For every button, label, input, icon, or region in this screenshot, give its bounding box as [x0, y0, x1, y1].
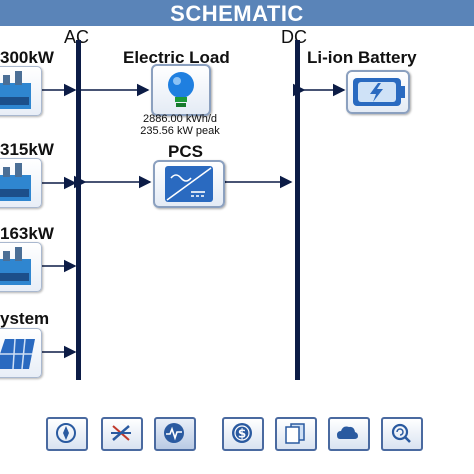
battery-icon	[353, 78, 405, 106]
battery-tile[interactable]	[346, 70, 410, 114]
electric-load-label: Electric Load	[123, 48, 230, 67]
generator-2-label: 315kW	[0, 140, 54, 159]
waveform-icon	[164, 423, 184, 443]
dollar-icon: $	[232, 423, 252, 443]
dc-bus-label: DC	[281, 27, 307, 47]
generator-icon[interactable]	[0, 242, 42, 292]
search-refresh-button[interactable]	[381, 417, 423, 451]
converter-icon	[165, 166, 213, 202]
ac-bus	[76, 40, 81, 380]
converter-label: PCS	[168, 142, 203, 161]
pv-label: ystem	[0, 309, 50, 328]
svg-text:$: $	[238, 427, 246, 441]
ac-bus-label: AC	[64, 27, 90, 47]
weather-button[interactable]	[328, 417, 370, 451]
cost-button[interactable]: $	[222, 417, 264, 451]
generator-icon[interactable]	[0, 66, 42, 116]
generator-3-label: 163kW	[0, 224, 54, 243]
tools-button[interactable]	[101, 417, 143, 451]
solar-panel-icon[interactable]	[0, 328, 42, 378]
converter-tile[interactable]	[153, 160, 225, 208]
cloud-icon	[337, 426, 358, 439]
electric-load-tile[interactable]	[151, 64, 211, 116]
tools-icon	[111, 425, 131, 441]
generator-icon[interactable]	[0, 158, 42, 208]
generator-1-label: 300kW	[0, 48, 54, 67]
schematic-title: SCHEMATIC	[0, 0, 474, 26]
light-bulb-icon	[168, 72, 194, 107]
load-energy-text: 2886.00 kWh/d	[143, 113, 217, 125]
load-peak-text: 235.56 kW peak	[140, 125, 220, 137]
compass-icon	[56, 423, 76, 443]
dc-bus	[295, 40, 300, 380]
documents-icon	[285, 423, 305, 444]
battery-label: Li-ion Battery	[307, 48, 417, 67]
search-refresh-icon	[391, 423, 411, 443]
waveform-button[interactable]	[154, 417, 196, 451]
documents-button[interactable]	[275, 417, 317, 451]
compass-button[interactable]	[46, 417, 88, 451]
